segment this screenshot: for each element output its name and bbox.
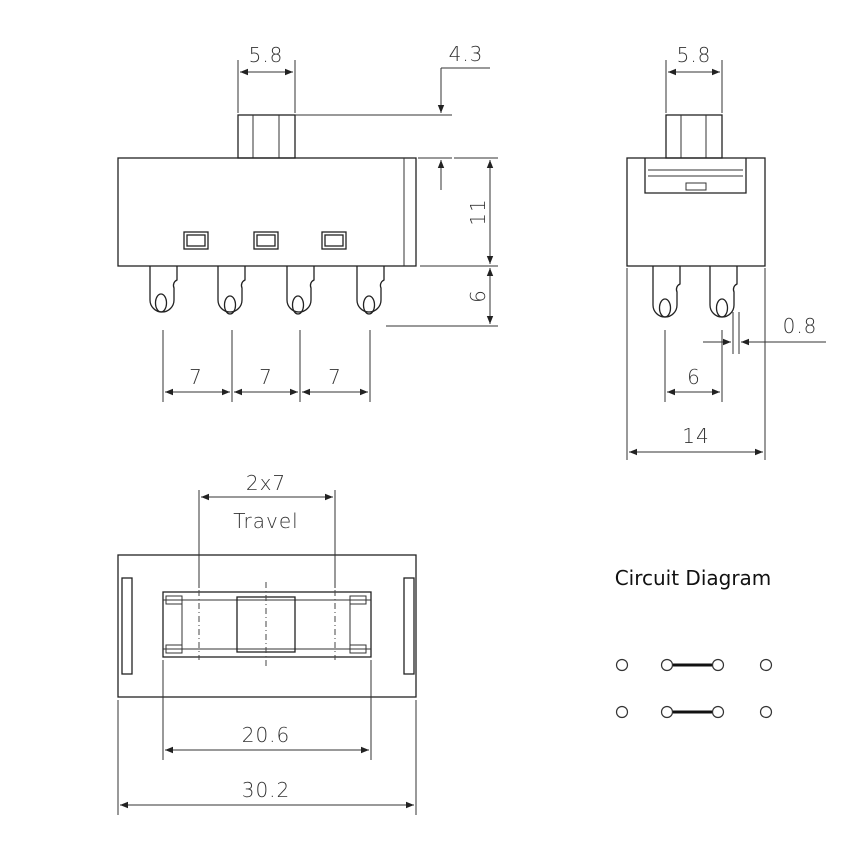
side-body bbox=[626, 157, 766, 267]
front-window bbox=[183, 231, 209, 250]
travel-value-label: 2x7 bbox=[246, 471, 286, 495]
front-view: 5.8 4.3 11 6 7 7 7 bbox=[117, 42, 498, 402]
side-view: 5.8 0.8 6 14 bbox=[626, 43, 826, 460]
side-pin bbox=[709, 266, 738, 318]
front-window bbox=[321, 231, 347, 250]
front-pin bbox=[356, 266, 385, 315]
front-pitch-2-label: 7 bbox=[259, 365, 273, 389]
circuit-terminal bbox=[660, 705, 674, 719]
front-pin bbox=[286, 266, 315, 315]
front-pin bbox=[217, 266, 246, 315]
side-body-width-label: 14 bbox=[682, 424, 709, 448]
front-body-height-label: 11 bbox=[466, 198, 490, 225]
front-body bbox=[117, 157, 417, 267]
circuit-terminal bbox=[711, 705, 725, 719]
front-pitch-3-label: 7 bbox=[328, 365, 342, 389]
side-pin bbox=[652, 266, 681, 318]
inner-width-label: 20.6 bbox=[242, 723, 291, 747]
circuit-terminal bbox=[660, 658, 674, 672]
side-actuator-width-label: 5.8 bbox=[677, 43, 712, 67]
front-actuator-height-label: 4.3 bbox=[449, 42, 484, 66]
travel-label: Travel bbox=[233, 509, 298, 533]
circuit-diagram-title: Circuit Diagram bbox=[615, 566, 772, 590]
circuit-terminal bbox=[615, 705, 629, 719]
front-actuator bbox=[237, 114, 296, 159]
circuit-terminal bbox=[759, 705, 773, 719]
top-body bbox=[117, 554, 417, 698]
top-view: 2x7 Travel 20.6 30.2 bbox=[117, 471, 417, 815]
front-pin bbox=[149, 266, 178, 313]
circuit-terminal bbox=[615, 658, 629, 672]
side-actuator bbox=[665, 114, 723, 159]
side-pin-thickness-label: 0.8 bbox=[783, 314, 818, 338]
front-window bbox=[253, 231, 279, 250]
front-pitch-1-label: 7 bbox=[189, 365, 203, 389]
circuit-terminal bbox=[759, 658, 773, 672]
circuit-diagram: Circuit Diagram bbox=[615, 566, 773, 719]
front-actuator-width-label: 5.8 bbox=[249, 43, 284, 67]
front-pin-length-label: 6 bbox=[466, 289, 490, 303]
top-slot bbox=[162, 591, 372, 658]
overall-width-label: 30.2 bbox=[242, 778, 291, 802]
side-pin-spacing-label: 6 bbox=[687, 365, 701, 389]
circuit-terminal bbox=[711, 658, 725, 672]
